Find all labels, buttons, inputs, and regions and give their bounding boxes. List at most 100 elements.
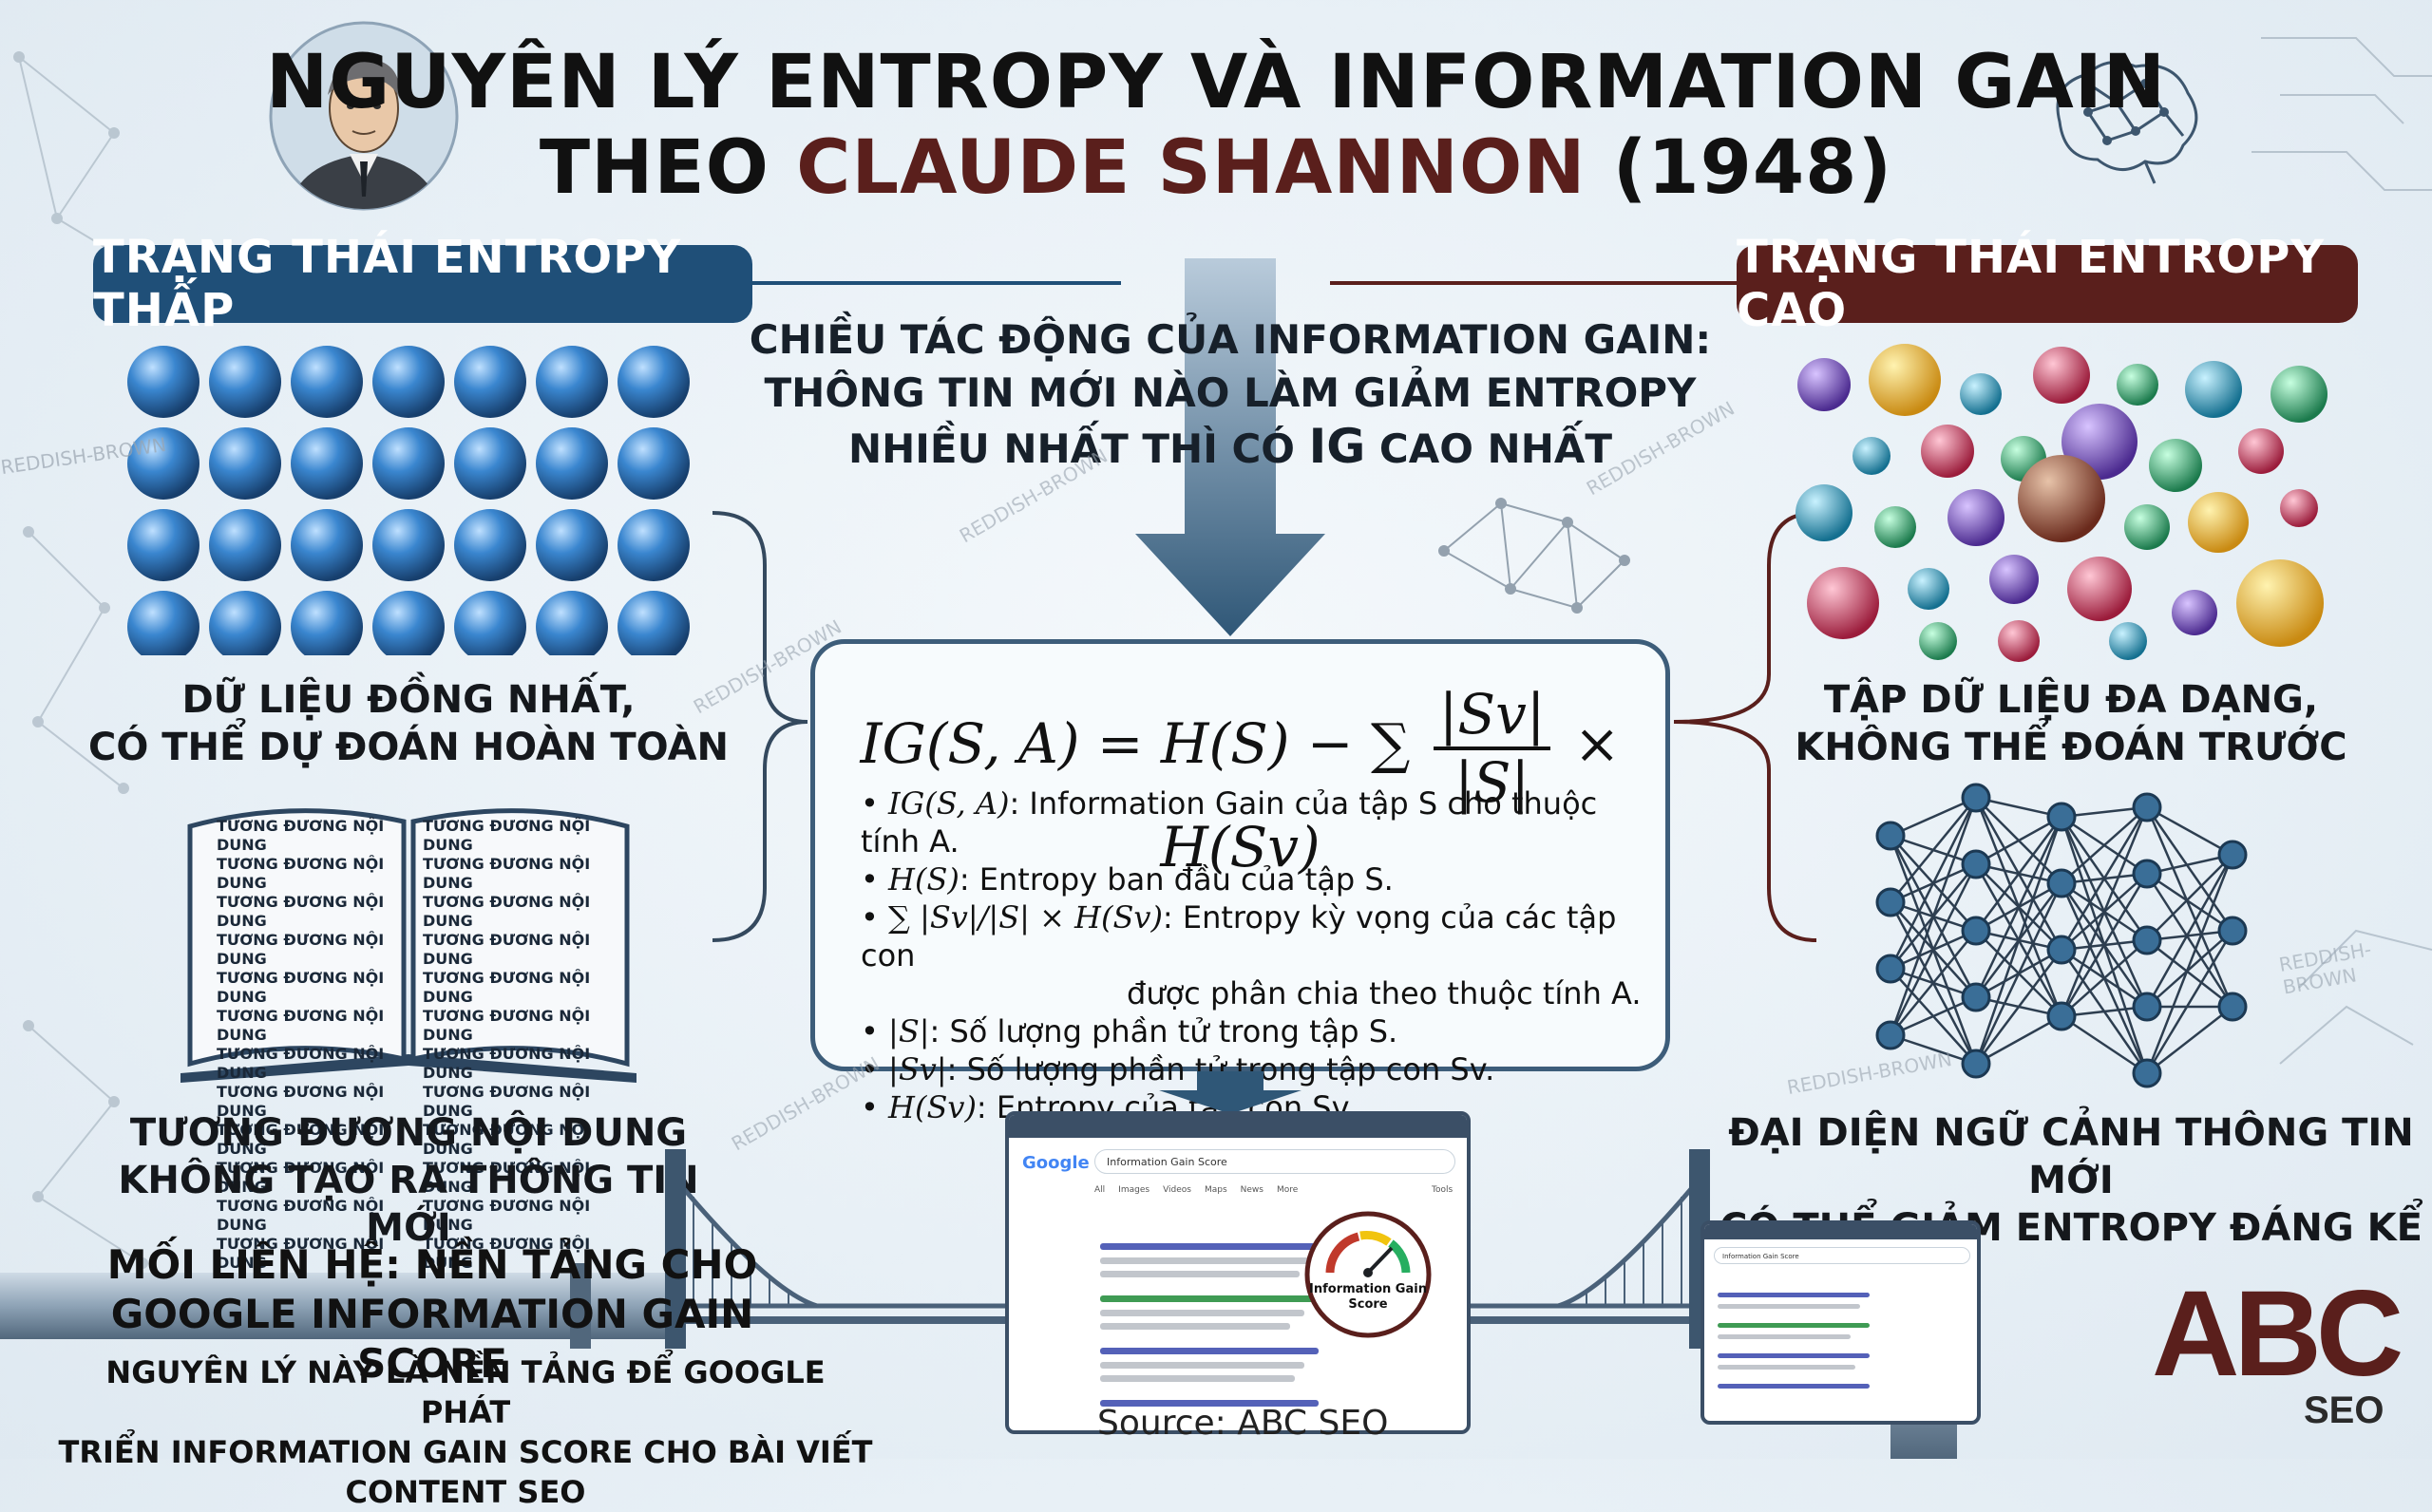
background-circuit-right xyxy=(2252,37,2432,1065)
search-tab[interactable]: Maps xyxy=(1204,1185,1227,1195)
diverse-ball xyxy=(1852,437,1890,475)
background-network-left xyxy=(13,51,158,1269)
book-text-line: TƯƠNG ĐƯƠNG NỘI DUNG xyxy=(423,1007,591,1044)
network-edge xyxy=(1890,796,1977,838)
relation-heading-line-1: MỐI LIÊN HỆ: NỀN TẢNG CHO xyxy=(106,1241,758,1288)
open-book-illustration xyxy=(180,808,636,1083)
diverse-ball xyxy=(2188,492,2249,553)
google-logo: Google xyxy=(1022,1153,1090,1173)
low-entropy-caption-line-2: CÓ THỂ DỰ ĐOÁN HOÀN TOÀN xyxy=(87,726,730,769)
relation-heading: MỐI LIÊN HỆ: NỀN TẢNG CHO GOOGLE INFORMA… xyxy=(57,1240,808,1389)
formula-fraction: |Sv| |S| xyxy=(1433,682,1551,815)
relation-heading-line-2: GOOGLE INFORMATION GAIN SCORE xyxy=(110,1291,754,1387)
uniform-ball xyxy=(618,591,690,655)
book-text-line: TƯƠNG ĐƯƠNG NỘI DUNG xyxy=(423,1121,591,1158)
diverse-ball xyxy=(2280,489,2318,527)
title-line-1: NGUYÊN LÝ ENTROPY VÀ INFORMATION GAIN xyxy=(265,40,2167,125)
uniform-ball xyxy=(454,427,526,500)
diverse-ball xyxy=(2067,557,2132,621)
book-text-line: TƯƠNG ĐƯƠNG NỘI DUNG xyxy=(423,931,591,968)
search-tab[interactable]: All xyxy=(1094,1185,1106,1195)
formula-rhs: × H(Sv) xyxy=(1160,711,1621,879)
search-tab[interactable]: Videos xyxy=(1163,1185,1191,1195)
high-entropy-header: TRẠNG THÁI ENTROPY CAO xyxy=(1737,231,2358,337)
network-node xyxy=(2132,792,2162,822)
uniform-ball xyxy=(536,591,608,655)
network-node xyxy=(1875,954,1906,984)
uniform-ball xyxy=(372,591,445,655)
search-box[interactable]: Information Gain Score xyxy=(1094,1149,1455,1174)
book-text-line: TƯƠNG ĐƯƠNG NỘI DUNG xyxy=(217,1121,385,1158)
diverse-ball xyxy=(1921,425,1974,478)
search-tab[interactable]: News xyxy=(1240,1185,1264,1195)
uniform-ball xyxy=(127,346,200,418)
question-line-3-suffix: CAO NHẤT xyxy=(1365,425,1612,472)
low-entropy-caption: DỮ LIỆU ĐỒNG NHẤT, CÓ THỂ DỰ ĐOÁN HOÀN T… xyxy=(76,676,741,771)
search-tools[interactable]: Tools xyxy=(1432,1185,1454,1195)
title-accent-name: CLAUDE SHANNON xyxy=(796,125,1586,211)
book-text-line: TƯƠNG ĐƯƠNG NỘI DUNG xyxy=(217,1235,385,1272)
book-text-line: TƯƠNG ĐƯƠNG NỘI DUNG xyxy=(217,855,385,892)
network-edge xyxy=(1975,1014,2062,1066)
formula-panel: IG(S, A) = H(S) − ∑ |Sv| |S| × H(Sv) • I… xyxy=(810,639,1670,1125)
network-edge xyxy=(1889,863,1978,1036)
network-node xyxy=(2132,859,2162,889)
uniform-ball xyxy=(372,509,445,581)
uniform-ball xyxy=(454,591,526,655)
network-node xyxy=(2132,1058,2162,1088)
network-edge xyxy=(1975,816,2062,932)
uniform-ball xyxy=(618,346,690,418)
secondary-search-box[interactable]: Information Gain Score xyxy=(1714,1247,1970,1264)
uniform-ball-grid xyxy=(127,346,690,655)
high-entropy-caption-line-2: KHÔNG THỂ ĐOÁN TRƯỚC xyxy=(1795,726,2347,769)
diverse-ball-cluster xyxy=(1796,344,2328,662)
high-entropy-caption-line-1: TẬP DỮ LIỆU ĐA DẠNG, xyxy=(1823,678,2319,722)
logo-sub: SEO xyxy=(2304,1389,2384,1431)
diverse-ball xyxy=(1919,622,1957,660)
uniform-ball xyxy=(454,346,526,418)
bullet-expected-entropy: • ∑ |Sv|/|S| × H(Sv): Entropy kỳ vọng củ… xyxy=(861,899,1642,1011)
network-node xyxy=(2046,1001,2077,1031)
book-text-line: TƯƠNG ĐƯƠNG NỘI DUNG xyxy=(217,817,385,854)
network-edge xyxy=(2146,805,2233,857)
bullet-ig: • IG(S, A): Information Gain của tập S c… xyxy=(861,785,1598,860)
network-edge xyxy=(1890,1033,1977,1066)
new-context-caption-line-1: ĐẠI DIỆN NGỮ CẢNH THÔNG TIN MỚI xyxy=(1728,1111,2414,1202)
high-entropy-caption: TẬP DỮ LIỆU ĐA DẠNG, KHÔNG THỂ ĐOÁN TRƯỚ… xyxy=(1738,676,2404,771)
right-bracket-connector xyxy=(1673,511,1817,942)
question-ig-term: IG xyxy=(1308,419,1366,474)
equivalent-content-caption-line-1: TƯƠNG ĐƯƠNG NỘI DUNG xyxy=(129,1111,688,1155)
network-edge xyxy=(1974,816,2063,1065)
search-tab[interactable]: More xyxy=(1276,1185,1299,1195)
diverse-ball xyxy=(1807,567,1879,639)
diverse-ball xyxy=(2172,590,2217,635)
uniform-ball xyxy=(536,509,608,581)
diverse-ball xyxy=(1989,555,2039,604)
network-edge xyxy=(1974,882,2063,1065)
uniform-ball xyxy=(372,346,445,418)
network-edge xyxy=(2060,806,2149,951)
network-edge xyxy=(2145,930,2234,1074)
uniform-ball xyxy=(536,427,608,500)
network-node xyxy=(1875,821,1906,851)
uniform-ball xyxy=(127,427,200,500)
diverse-ball xyxy=(2124,504,2170,550)
uniform-ball xyxy=(618,427,690,500)
diverse-ball xyxy=(2018,455,2105,542)
network-node xyxy=(2132,992,2162,1022)
uniform-ball xyxy=(291,346,363,418)
uniform-ball xyxy=(618,509,690,581)
right-header-rule xyxy=(1330,281,1738,285)
book-text-line: TƯƠNG ĐƯƠNG NỘI DUNG xyxy=(423,1159,591,1196)
book-text-line: TƯƠNG ĐƯƠNG NỘI DUNG xyxy=(423,1045,591,1082)
uniform-ball xyxy=(291,427,363,500)
network-node xyxy=(2132,925,2162,955)
search-tab[interactable]: Images xyxy=(1118,1185,1150,1195)
book-text-line: TƯƠNG ĐƯƠNG NỘI DUNG xyxy=(217,931,385,968)
book-text-line: TƯƠNG ĐƯƠNG NỘI DUNG xyxy=(217,893,385,930)
left-header-rule xyxy=(750,281,1121,285)
pipe-left xyxy=(0,1263,665,1349)
